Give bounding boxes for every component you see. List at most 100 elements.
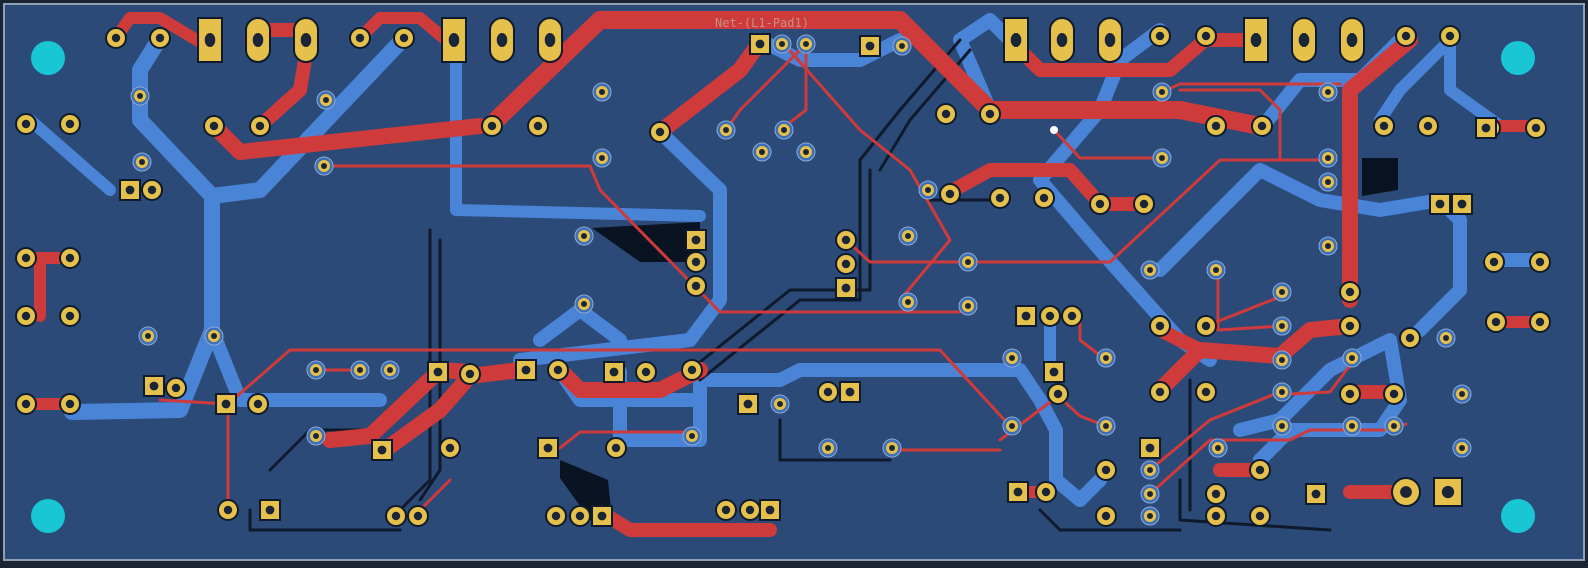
- connector-pin-pad: [1097, 17, 1123, 63]
- via: [796, 142, 816, 162]
- pad: [739, 499, 761, 521]
- pad-square: [1429, 193, 1451, 215]
- via: [1206, 260, 1226, 280]
- pad: [141, 179, 163, 201]
- pad: [249, 115, 271, 137]
- via: [918, 180, 938, 200]
- via: [1384, 416, 1404, 436]
- via: [1152, 148, 1172, 168]
- via: [716, 120, 736, 140]
- pad: [685, 251, 707, 273]
- pad: [59, 113, 81, 135]
- connector-pin-pad: [245, 17, 271, 63]
- pad-square: [603, 361, 625, 383]
- via: [770, 394, 790, 414]
- via: [1140, 260, 1160, 280]
- pad-square: [737, 393, 759, 415]
- pad: [1095, 505, 1117, 527]
- pad: [979, 103, 1001, 125]
- via: [1272, 416, 1292, 436]
- pad: [1149, 315, 1171, 337]
- pad-square: [591, 505, 613, 527]
- pad: [247, 393, 269, 415]
- pad: [59, 393, 81, 415]
- via: [1318, 172, 1338, 192]
- pad: [15, 247, 37, 269]
- via: [958, 296, 978, 316]
- via: [1140, 506, 1160, 526]
- pad-square: [1475, 117, 1497, 139]
- via: [958, 252, 978, 272]
- pad: [459, 363, 481, 385]
- via: [314, 156, 334, 176]
- pad-square: [119, 179, 141, 201]
- pad-square: [1139, 437, 1161, 459]
- pad: [935, 103, 957, 125]
- pad: [439, 437, 461, 459]
- via: [892, 36, 912, 56]
- pad: [1195, 315, 1217, 337]
- pad: [1205, 483, 1227, 505]
- pad: [989, 187, 1011, 209]
- via: [898, 226, 918, 246]
- pad: [481, 115, 503, 137]
- pad-square: [1043, 361, 1065, 383]
- pad: [15, 393, 37, 415]
- pad: [939, 183, 961, 205]
- pad: [527, 115, 549, 137]
- via: [132, 152, 152, 172]
- pad-square: [143, 375, 165, 397]
- pad: [1529, 311, 1551, 333]
- pad: [1035, 481, 1057, 503]
- connector-pin-pad: [1003, 17, 1029, 63]
- via: [682, 426, 702, 446]
- net-label: Net-(L1-Pad1): [715, 16, 809, 30]
- pad-square-large: [1433, 477, 1463, 507]
- pad: [835, 229, 857, 251]
- via: [574, 294, 594, 314]
- pad-square: [259, 499, 281, 521]
- pad: [15, 113, 37, 135]
- pad: [1417, 115, 1439, 137]
- via: [350, 360, 370, 380]
- pad: [203, 115, 225, 137]
- pad-square: [1015, 305, 1037, 327]
- pad: [1133, 193, 1155, 215]
- pad: [1529, 251, 1551, 273]
- pad: [59, 305, 81, 327]
- via: [1452, 438, 1472, 458]
- via: [1152, 82, 1172, 102]
- via: [1140, 484, 1160, 504]
- via: [1272, 282, 1292, 302]
- pad: [393, 27, 415, 49]
- pad-square: [685, 229, 707, 251]
- via: [796, 34, 816, 54]
- via: [1140, 460, 1160, 480]
- pad: [1047, 383, 1069, 405]
- pad: [1249, 459, 1271, 481]
- via: [306, 426, 326, 446]
- pad: [59, 247, 81, 269]
- via: [204, 326, 224, 346]
- mounting-hole-bottom-right: [1501, 499, 1535, 533]
- pad: [349, 27, 371, 49]
- pad: [1251, 115, 1273, 137]
- pad: [835, 253, 857, 275]
- via: [574, 226, 594, 246]
- via: [592, 148, 612, 168]
- pad: [1149, 25, 1171, 47]
- connector-pin-pad: [197, 17, 223, 63]
- pad: [1095, 459, 1117, 481]
- pad: [1195, 25, 1217, 47]
- pad: [1205, 115, 1227, 137]
- via: [1272, 316, 1292, 336]
- connector-pin-pad: [293, 17, 319, 63]
- connector-pin-pad: [537, 17, 563, 63]
- cursor-marker: [1050, 126, 1058, 134]
- pad: [1485, 311, 1507, 333]
- via: [592, 82, 612, 102]
- pad-square: [515, 359, 537, 381]
- pad-square: [859, 35, 881, 57]
- via: [898, 292, 918, 312]
